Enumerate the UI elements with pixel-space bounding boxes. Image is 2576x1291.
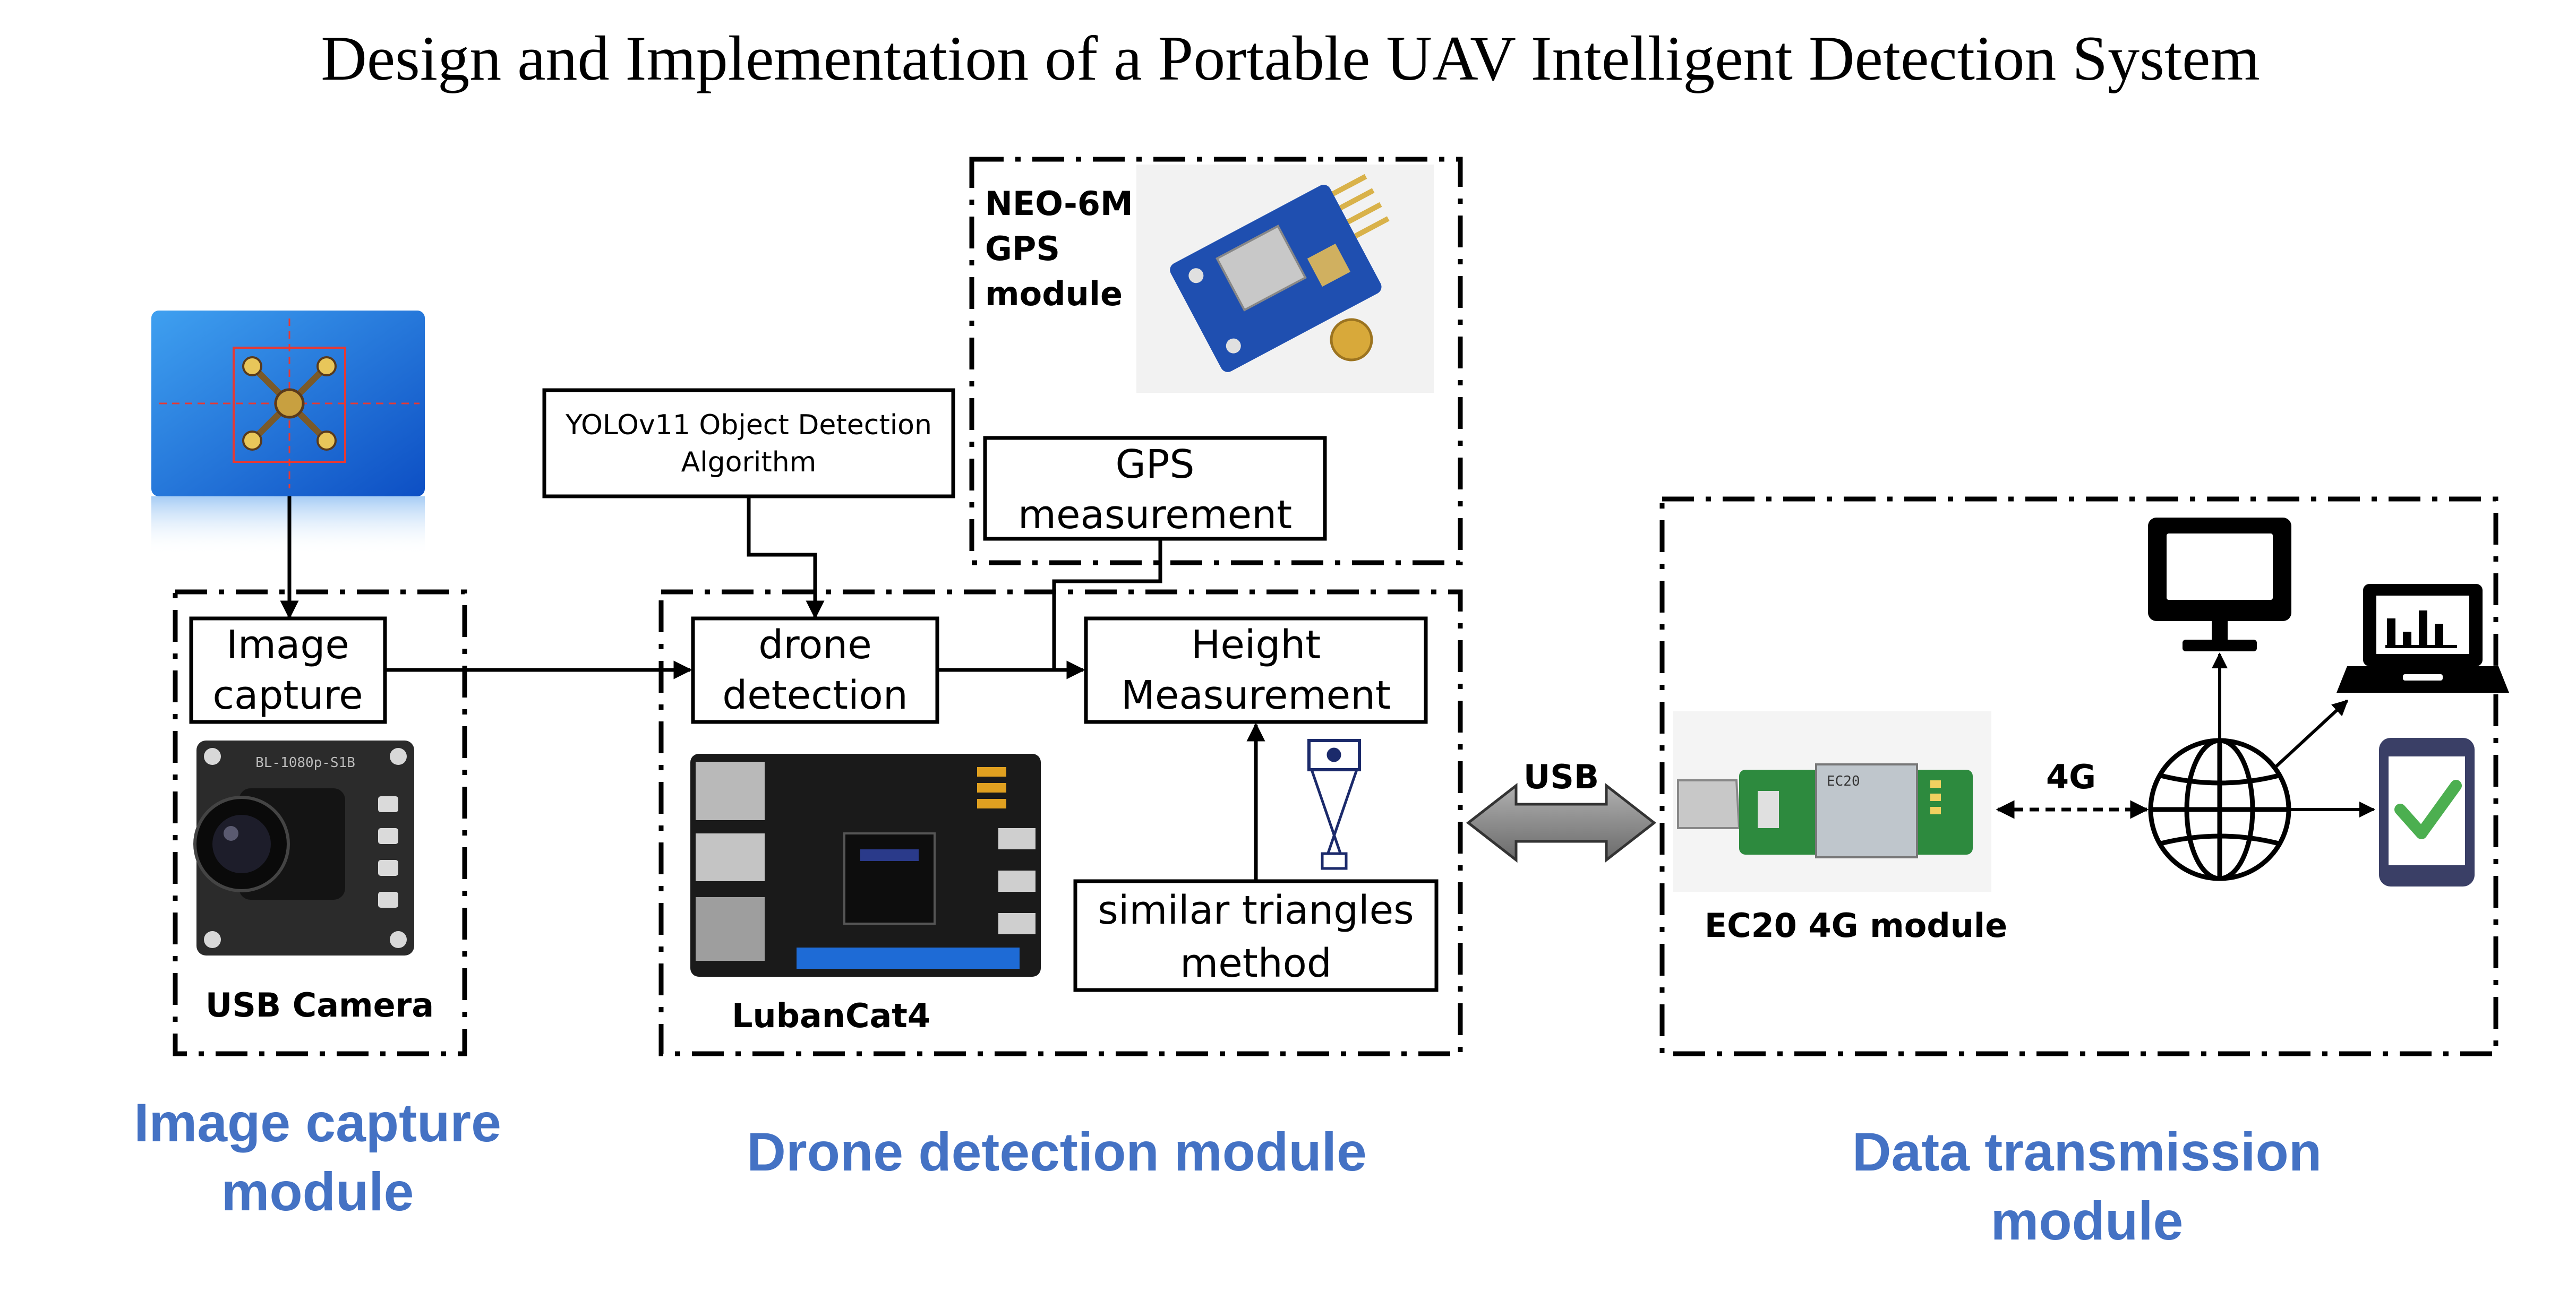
data-transmission-module-label-line1: Data transmission — [1852, 1122, 2322, 1182]
image-capture-frame — [173, 589, 467, 1056]
image-capture-box-line1: Image — [226, 622, 349, 668]
triangles-line2: method — [1180, 941, 1332, 986]
drone-detection-line1: drone — [758, 622, 871, 668]
yolo-line2: Algorithm — [681, 446, 817, 478]
height-line2: Measurement — [1121, 673, 1391, 718]
yolo-algorithm-box: YOLOv11 Object Detection Algorithm — [542, 388, 955, 498]
bidirectional-arrow-icon — [1466, 782, 1657, 863]
neo6m-gps-board-image — [1136, 165, 1434, 393]
gps-measurement-line2: measurement — [1018, 492, 1292, 538]
gps-title-line2: GPS — [985, 229, 1060, 268]
drone-detection-frame — [658, 589, 1463, 1056]
gps-title-line3: module — [985, 274, 1123, 313]
image-capture-module-label-line1: Image capture — [134, 1092, 501, 1153]
usb-camera-caption: USB Camera — [206, 986, 434, 1025]
data-transmission-module-label-line2: module — [1991, 1191, 2184, 1251]
gps-to-height-arrow — [1052, 539, 1162, 670]
usb-link-label: USB — [1524, 758, 1599, 796]
globe-network-icon — [2148, 738, 2291, 881]
drone-detection-line2: detection — [722, 673, 908, 718]
image-capture-box: Image capture — [189, 616, 387, 724]
4g-link-label: 4G — [2046, 758, 2096, 796]
drone-detection-module-label: Drone detection module — [747, 1122, 1366, 1182]
laptop-chart-icon — [2337, 584, 2509, 693]
image-capture-module-label-line2: module — [221, 1161, 414, 1222]
gps-title-line1: NEO-6M — [985, 184, 1133, 223]
gps-module-frame — [969, 157, 1463, 565]
lubancat4-caption: LubanCat4 — [732, 996, 930, 1035]
usb-camera-image: BL-1080p-S1B — [193, 741, 414, 956]
desktop-monitor-icon — [2148, 518, 2291, 651]
ec20-chip-print: EC20 — [1827, 773, 1860, 789]
phone-checkmark-icon — [2379, 738, 2475, 887]
gps-measurement-line1: GPS — [1116, 442, 1195, 487]
lubancat4-board-image — [690, 754, 1041, 977]
ec20-module-caption: EC20 4G module — [1705, 906, 2007, 945]
height-line1: Height — [1191, 622, 1321, 668]
yolo-to-detection-arrow — [747, 496, 825, 619]
drone-detection-box: drone detection — [691, 616, 939, 724]
ec20-4g-dongle-image: EC20 — [1673, 711, 1991, 892]
height-measurement-box: Height Measurement — [1084, 616, 1428, 724]
drone-photo — [151, 311, 425, 555]
similar-triangles-sketch — [1307, 739, 1361, 870]
image-capture-box-line2: capture — [212, 673, 363, 718]
diagram-title: Design and Implementation of a Portable … — [321, 23, 2260, 93]
similar-triangles-box: similar triangles method — [1073, 879, 1439, 992]
globe-to-laptop-arrow — [2274, 699, 2349, 769]
camera-board-print: BL-1080p-S1B — [255, 755, 355, 771]
yolo-line1: YOLOv11 Object Detection — [565, 409, 932, 441]
gps-measurement-box: GPS measurement — [983, 436, 1327, 541]
data-transmission-frame — [1659, 496, 2498, 1056]
triangles-line1: similar triangles — [1098, 888, 1414, 933]
